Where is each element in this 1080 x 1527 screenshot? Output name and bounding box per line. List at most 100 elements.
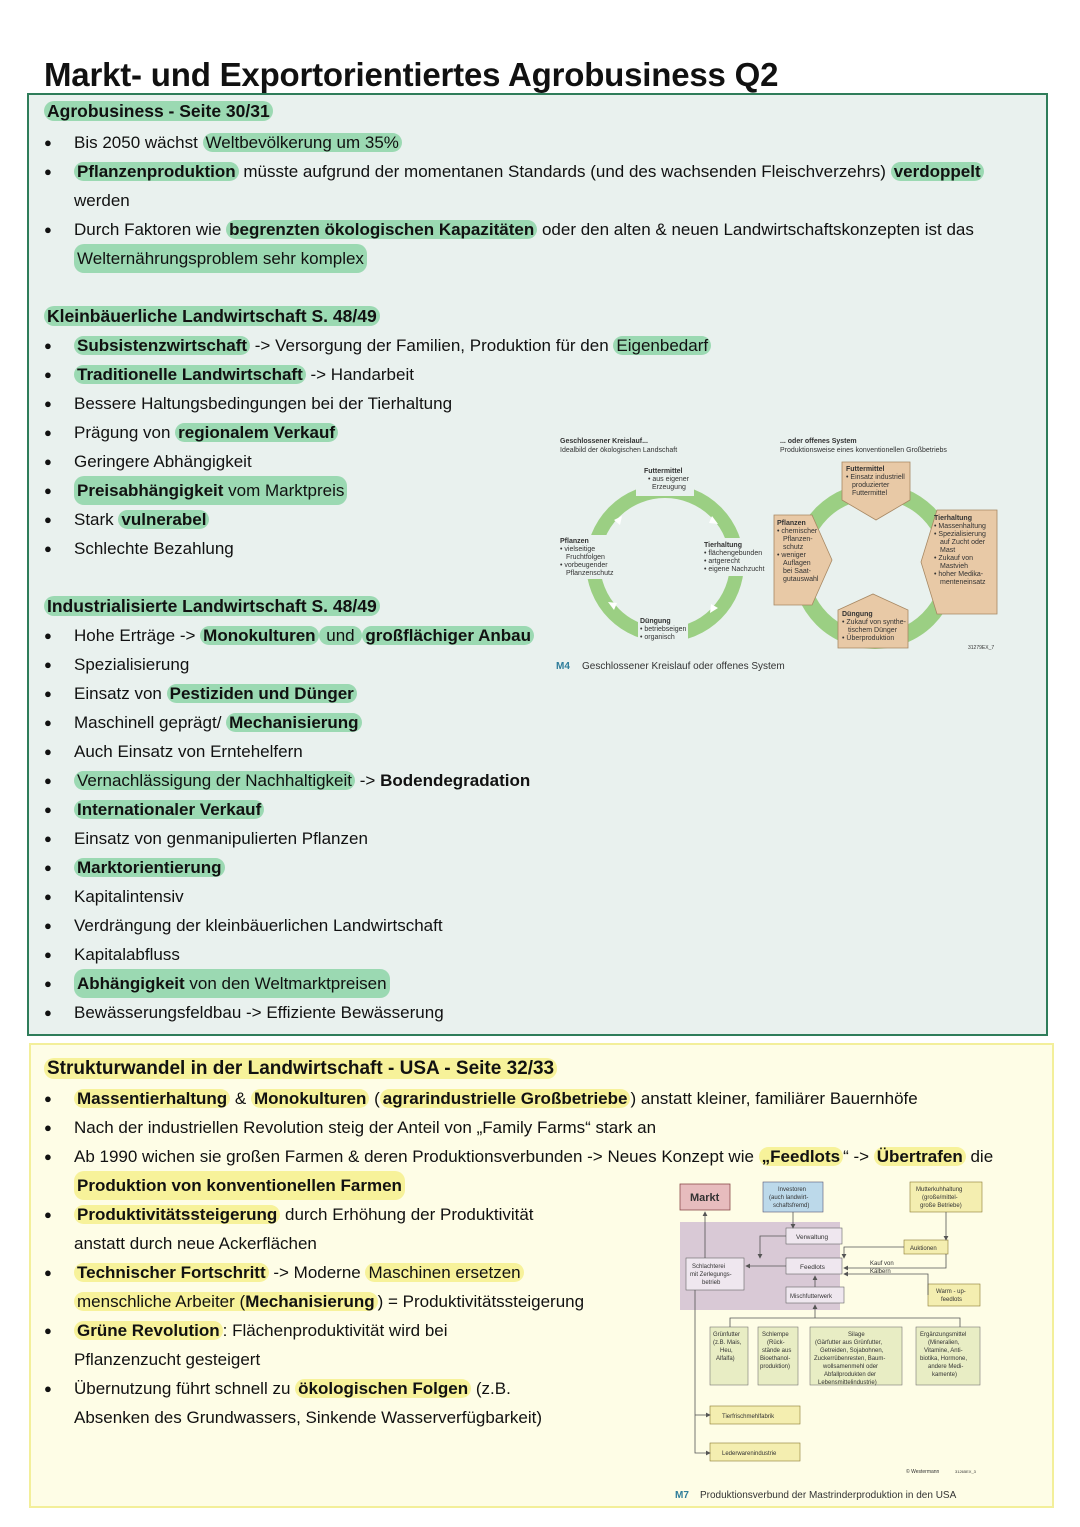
pflanzen-arrow — [773, 514, 833, 606]
svg-text:betrieb: betrieb — [702, 1280, 721, 1286]
m7-diagram: Markt Investoren (auch landwirt- schafts… — [675, 1181, 983, 1501]
tierhaltung-arrow — [920, 509, 998, 615]
svg-text:(Mineralien,: (Mineralien, — [928, 1340, 960, 1346]
svg-text:Silage: Silage — [848, 1332, 865, 1338]
svg-text:Investoren: Investoren — [778, 1187, 806, 1193]
svg-text:Mast: Mast — [940, 547, 955, 554]
m7-arrows — [694, 1211, 961, 1456]
svg-text:Auktionen: Auktionen — [910, 1246, 937, 1252]
svg-text:gutauswahl: gutauswahl — [783, 576, 819, 583]
svg-text:Pflanzen: Pflanzen — [560, 538, 589, 545]
svg-text:Grünfutter: Grünfutter — [713, 1332, 740, 1338]
schlachterei-box — [685, 1257, 745, 1291]
svg-text:Vitamine, Anti-: Vitamine, Anti- — [924, 1348, 963, 1354]
svg-text:Markt: Markt — [690, 1192, 720, 1204]
svg-text:Tierhaltung: Tierhaltung — [934, 515, 972, 522]
svg-text:© Westermann: © Westermann — [906, 1468, 940, 1475]
svg-text:(Rück-: (Rück- — [767, 1340, 785, 1346]
svg-text:Fruchtfolgen: Fruchtfolgen — [566, 554, 605, 561]
svg-text:• Zukauf von: • Zukauf von — [934, 555, 973, 562]
svg-text:schutz: schutz — [783, 544, 804, 551]
svg-text:• Überproduktion: • Überproduktion — [842, 634, 894, 642]
svg-text:Auflagen: Auflagen — [783, 560, 811, 567]
svg-text:• artgerecht: • artgerecht — [704, 558, 740, 565]
svg-text:wollsamenmehl oder: wollsamenmehl oder — [822, 1364, 878, 1370]
svg-text:Düngung: Düngung — [640, 618, 671, 625]
svg-text:Futtermittel: Futtermittel — [852, 490, 887, 497]
m4-left-subtitle: Idealbild der ökologischen Landschaft — [560, 447, 677, 454]
svg-text:kamente): kamente) — [932, 1372, 957, 1378]
svg-text:Heu,: Heu, — [720, 1348, 733, 1354]
svg-text:Schlachterei: Schlachterei — [692, 1264, 725, 1270]
section-heading-strukturwandel: Strukturwandel in der Landwirtschaft - U… — [44, 1058, 558, 1080]
svg-text:• eigene Nachzucht: • eigene Nachzucht — [704, 566, 764, 573]
cycle-arrows-icon — [608, 516, 718, 613]
ergaenzung-box — [915, 1326, 981, 1386]
m4-caption: Geschlossener Kreislauf oder offenes Sys… — [582, 661, 785, 672]
svg-text:(große/mittel-: (große/mittel- — [922, 1195, 958, 1201]
svg-text:• Einsatz industriell: • Einsatz industriell — [846, 474, 905, 481]
svg-text:große Betriebe): große Betriebe) — [920, 1203, 962, 1209]
m4-caption-number: M4 — [556, 661, 570, 672]
svg-text:feedlots: feedlots — [941, 1297, 962, 1303]
m4-diagram: Geschlossener Kreislauf... Idealbild der… — [556, 438, 998, 672]
svg-text:• aus eigener: • aus eigener — [648, 476, 690, 483]
svg-text:Lederwarenindustrie: Lederwarenindustrie — [722, 1451, 777, 1457]
markt-box — [679, 1183, 731, 1211]
svg-text:• hoher Medika-: • hoher Medika- — [934, 571, 984, 578]
section-heading-industrialisiert: Industrialisierte Landwirtschaft S. 48/4… — [44, 596, 380, 617]
svg-text:Mischfutterwerk: Mischfutterwerk — [790, 1294, 833, 1300]
svg-text:• Massenhaltung: • Massenhaltung — [934, 523, 986, 530]
section-heading-agrobusiness: Agrobusiness - Seite 30/31 — [44, 101, 273, 122]
svg-text:Zuckerrübenresten, Baum-: Zuckerrübenresten, Baum- — [814, 1356, 885, 1362]
svg-text:Alfalfa): Alfalfa) — [716, 1356, 735, 1362]
svg-text:• Zukauf von synthe-: • Zukauf von synthe- — [842, 619, 907, 626]
m7-caption: Produktionsverbund der Mastrinderprodukt… — [700, 1490, 957, 1501]
svg-text:Mastvieh: Mastvieh — [940, 563, 968, 570]
svg-text:mit Zerlegungs-: mit Zerlegungs- — [690, 1272, 732, 1278]
investoren-box — [762, 1181, 824, 1213]
svg-text:Warm - up-: Warm - up- — [936, 1289, 966, 1295]
svg-text:Bioethanol-: Bioethanol- — [760, 1356, 790, 1362]
silage-box — [809, 1326, 903, 1386]
svg-text:produzierter: produzierter — [852, 482, 890, 489]
futtermittel-arrow — [841, 461, 911, 521]
schlempe-box — [757, 1326, 799, 1386]
svg-text:• flächengebunden: • flächengebunden — [704, 550, 762, 557]
m7-caption-number: M7 — [675, 1490, 689, 1501]
svg-text:Futtermittel: Futtermittel — [846, 466, 885, 473]
svg-text:• vielseitige: • vielseitige — [560, 546, 595, 553]
svg-text:• Spezialisierung: • Spezialisierung — [934, 531, 986, 538]
svg-text:Ergänzungsmittel: Ergänzungsmittel — [920, 1332, 966, 1338]
svg-text:Tierfrischmehlfabrik: Tierfrischmehlfabrik — [722, 1414, 775, 1420]
svg-text:Erzeugung: Erzeugung — [652, 484, 686, 491]
svg-text:produktion): produktion) — [760, 1364, 790, 1370]
svg-text:• betriebseigen: • betriebseigen — [640, 626, 687, 633]
m4-left-title: Geschlossener Kreislauf... — [560, 438, 648, 445]
svg-text:(auch landwirt-: (auch landwirt- — [769, 1195, 808, 1201]
svg-text:• chemischer: • chemischer — [777, 528, 818, 535]
svg-text:• vorbeugender: • vorbeugender — [560, 562, 608, 569]
svg-text:Schlempe: Schlempe — [762, 1332, 789, 1338]
svg-text:Kauf von: Kauf von — [870, 1261, 894, 1267]
svg-text:menteneinsatz: menteneinsatz — [940, 579, 986, 586]
svg-text:• organisch: • organisch — [640, 634, 675, 641]
page-title: Markt- und Exportorientiertes Agrobusine… — [44, 56, 779, 93]
svg-text:Mutterkuhhaltung: Mutterkuhhaltung — [916, 1187, 962, 1193]
svg-text:Abfallprodukten der: Abfallprodukten der — [824, 1372, 876, 1378]
svg-text:Pflanzenschutz: Pflanzenschutz — [566, 570, 614, 577]
svg-text:biotika, Hormone,: biotika, Hormone, — [920, 1356, 967, 1362]
svg-text:• weniger: • weniger — [777, 552, 807, 559]
svg-text:(z.B. Mais,: (z.B. Mais, — [713, 1340, 742, 1346]
svg-text:31279EX_7: 31279EX_7 — [968, 645, 994, 651]
duengung-arrow — [837, 593, 909, 649]
svg-text:auf Zucht oder: auf Zucht oder — [940, 539, 986, 546]
m4-right-subtitle: Produktionsweise eines konventionellen G… — [780, 447, 947, 454]
svg-text:Futtermittel: Futtermittel — [644, 468, 683, 475]
svg-text:Kälbern: Kälbern — [870, 1269, 891, 1275]
m4-right-title: ... oder offenes System — [780, 438, 857, 445]
svg-text:tischem Dünger: tischem Dünger — [848, 627, 898, 634]
mutterkuh-box — [909, 1181, 983, 1213]
gruenfutter-box — [709, 1326, 749, 1386]
svg-text:Feedlots: Feedlots — [800, 1264, 826, 1271]
